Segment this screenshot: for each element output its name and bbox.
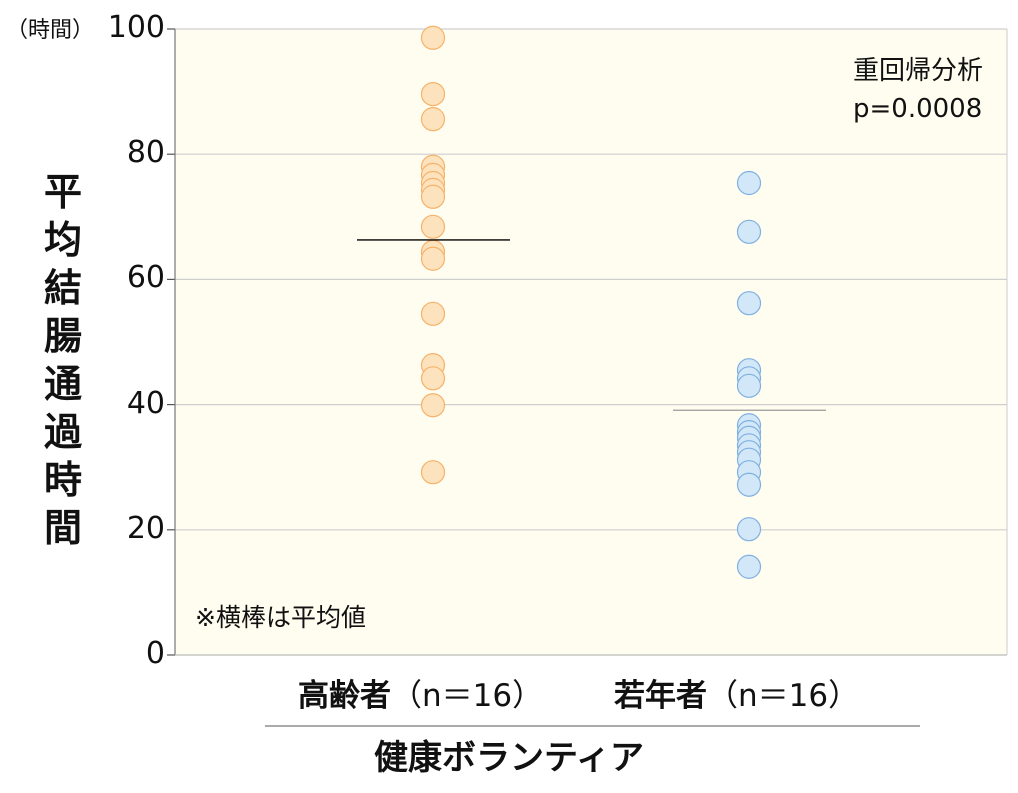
y-axis-unit: （時間） [6, 18, 95, 43]
plot-background [175, 29, 1007, 655]
y-tick-label: 0 [145, 636, 165, 671]
y-tick-label: 40 [126, 385, 165, 421]
test-name: 重回帰分析 [852, 56, 983, 86]
data-point [420, 246, 446, 271]
y-tick-label: 20 [126, 510, 165, 546]
p-value: p=0.0008 [852, 94, 983, 124]
data-point [736, 373, 762, 398]
category-label-young: 若年者（n＝16） [614, 670, 859, 715]
category-name: 高齢者 [298, 678, 391, 714]
y-tick-label: 100 [107, 10, 165, 45]
y-axis-label: 平均結腸通過時間 [43, 170, 82, 550]
data-point [736, 472, 762, 497]
mean-bar-note: ※横棒は平均値 [195, 603, 366, 632]
data-point [420, 301, 446, 326]
stats-annotation: 重回帰分析 p=0.0008 [853, 52, 983, 128]
category-name: 若年者 [614, 678, 707, 714]
category-label-elderly: 高齢者（n＝16） [298, 670, 543, 715]
data-point [420, 184, 446, 209]
data-point [420, 107, 446, 132]
data-point [736, 170, 762, 196]
data-point [736, 291, 762, 316]
data-point [420, 460, 446, 485]
data-point [420, 214, 446, 239]
data-point [736, 517, 762, 542]
x-axis-title: 健康ボランティア [374, 738, 644, 778]
y-tick-label: 80 [126, 135, 165, 171]
data-point [736, 554, 762, 579]
category-n: （n＝16） [391, 678, 544, 714]
data-point [420, 25, 446, 50]
data-point [736, 219, 762, 244]
y-tick-label: 60 [126, 260, 165, 296]
data-point [420, 393, 446, 418]
data-point [420, 366, 446, 391]
category-n: （n＝16） [707, 678, 860, 714]
data-point [420, 82, 446, 107]
